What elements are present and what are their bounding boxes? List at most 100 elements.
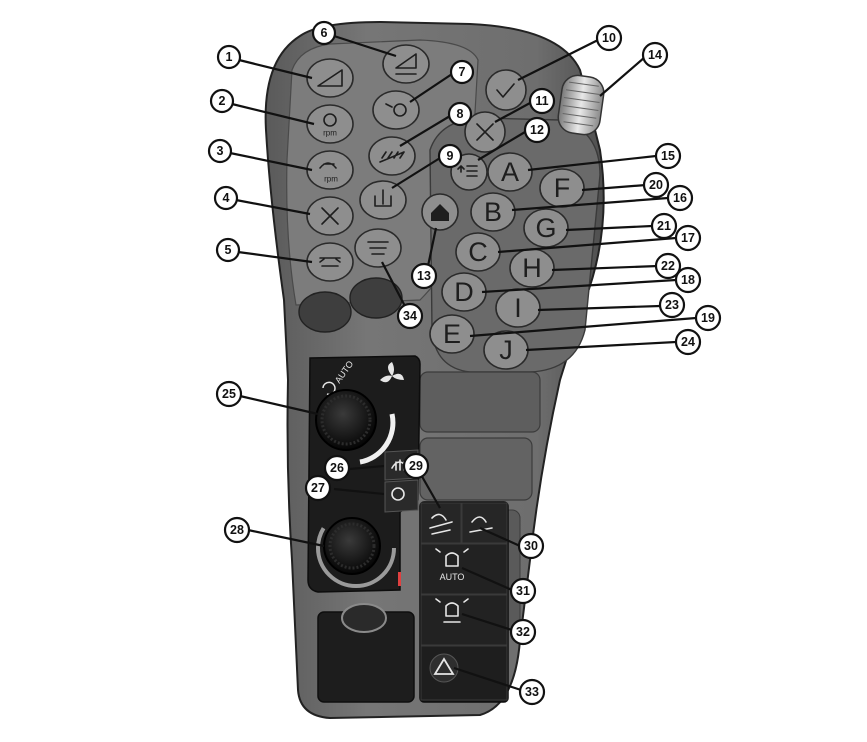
svg-text:14: 14 <box>648 48 662 62</box>
leader-lines <box>229 34 697 692</box>
hazard-button[interactable] <box>420 645 508 701</box>
function-button-34[interactable] <box>354 228 402 268</box>
engine-speed-icon <box>323 113 337 127</box>
home-button[interactable] <box>421 193 459 231</box>
svg-text:22: 22 <box>661 259 675 273</box>
ramp-icon <box>317 69 343 87</box>
callout-11: 11 <box>528 87 556 115</box>
callout-29: 29 <box>402 452 430 480</box>
ramp-adjust-icon <box>395 53 417 75</box>
callout-23: 23 <box>658 291 686 319</box>
function-button-7[interactable] <box>372 90 420 130</box>
callout-34: 34 <box>396 302 424 330</box>
callout-21: 21 <box>650 212 678 240</box>
svg-text:rpm: rpm <box>323 129 337 138</box>
svg-text:F: F <box>554 173 571 203</box>
svg-text:32: 32 <box>516 625 530 639</box>
function-button-5[interactable] <box>306 242 354 282</box>
work-lights-front-button[interactable] <box>420 502 462 544</box>
hazard-triangle-icon <box>433 657 455 675</box>
svg-text:C: C <box>468 237 488 267</box>
letter-key-i[interactable]: I <box>495 288 541 328</box>
home-icon <box>431 204 449 221</box>
svg-text:A: A <box>501 157 519 187</box>
defrost-icon <box>391 459 409 471</box>
function-button-9[interactable] <box>359 180 407 220</box>
callout-15: 15 <box>654 142 682 170</box>
callout-8: 8 <box>447 101 473 127</box>
letter-key-d[interactable]: D <box>441 272 487 312</box>
callout-18: 18 <box>674 266 702 294</box>
menu-button[interactable] <box>450 153 488 191</box>
recirculation-icon <box>391 487 405 501</box>
pto-icon <box>319 162 337 169</box>
function-button-6[interactable] <box>382 44 430 84</box>
letter-key-f[interactable]: F <box>539 168 585 208</box>
svg-text:1: 1 <box>226 50 233 64</box>
function-button-4[interactable] <box>306 196 354 236</box>
work-light-front-icon <box>429 513 453 535</box>
letter-key-h[interactable]: H <box>509 248 555 288</box>
letter-key-a[interactable]: A <box>487 152 533 192</box>
beacon-button[interactable] <box>420 594 508 646</box>
callout-10: 10 <box>595 24 623 52</box>
callout-2: 2 <box>209 88 235 114</box>
power-socket[interactable] <box>341 603 387 633</box>
temperature-knob[interactable] <box>323 517 381 575</box>
svg-text:4: 4 <box>223 191 230 205</box>
callout-6: 6 <box>311 20 337 46</box>
svg-text:6: 6 <box>321 26 328 40</box>
svg-text:11: 11 <box>535 94 548 108</box>
thumb-roller[interactable] <box>556 73 606 136</box>
letter-key-g[interactable]: G <box>523 208 569 248</box>
svg-text:16: 16 <box>673 191 687 205</box>
function-button-3[interactable]: rpm <box>306 150 354 190</box>
svg-text:H: H <box>522 253 542 283</box>
svg-text:8: 8 <box>457 107 464 121</box>
recirculation-button[interactable] <box>384 479 419 513</box>
checkmark-icon <box>496 83 515 98</box>
svg-text:18: 18 <box>681 273 695 287</box>
callout-16: 16 <box>666 184 694 212</box>
hydraulic-combo-icon <box>367 241 389 255</box>
callout-3: 3 <box>207 138 233 164</box>
callout-17: 17 <box>674 224 702 252</box>
climate-panel: AUTO <box>307 355 421 593</box>
hydraulic-icon <box>374 189 392 207</box>
callout-27: 27 <box>304 474 332 502</box>
axle-width-icon <box>319 257 341 267</box>
svg-text:33: 33 <box>525 685 539 699</box>
svg-text:15: 15 <box>661 149 675 163</box>
blank-button-right[interactable] <box>349 277 403 319</box>
callout-1: 1 <box>216 44 242 70</box>
callout-12: 12 <box>523 116 551 144</box>
speed-adjust-icon <box>393 103 407 117</box>
letter-key-b[interactable]: B <box>470 192 516 232</box>
temperature-arc <box>359 413 396 465</box>
svg-text:24: 24 <box>681 335 695 349</box>
function-button-8[interactable] <box>368 136 416 176</box>
svg-text:12: 12 <box>530 123 544 137</box>
callout-28: 28 <box>223 516 251 544</box>
svg-text:2: 2 <box>219 94 226 108</box>
letter-key-e[interactable]: E <box>429 314 475 354</box>
svg-text:25: 25 <box>222 387 236 401</box>
function-button-1[interactable] <box>306 58 354 98</box>
svg-text:G: G <box>535 213 556 243</box>
fan-speed-knob[interactable] <box>315 389 377 451</box>
callout-30: 30 <box>517 532 545 560</box>
svg-text:31: 31 <box>516 584 530 598</box>
confirm-button[interactable] <box>485 69 527 111</box>
svg-text:17: 17 <box>681 231 695 245</box>
blank-button-left[interactable] <box>298 291 352 333</box>
svg-text:7: 7 <box>459 65 466 79</box>
grille-icon <box>379 151 405 163</box>
svg-text:20: 20 <box>649 178 663 192</box>
letter-key-c[interactable]: C <box>455 232 501 272</box>
letter-key-j[interactable]: J <box>483 330 529 370</box>
callout-26: 26 <box>323 454 351 482</box>
function-button-2[interactable]: rpm <box>306 104 354 144</box>
callout-31: 31 <box>509 577 537 605</box>
svg-text:13: 13 <box>417 269 431 283</box>
